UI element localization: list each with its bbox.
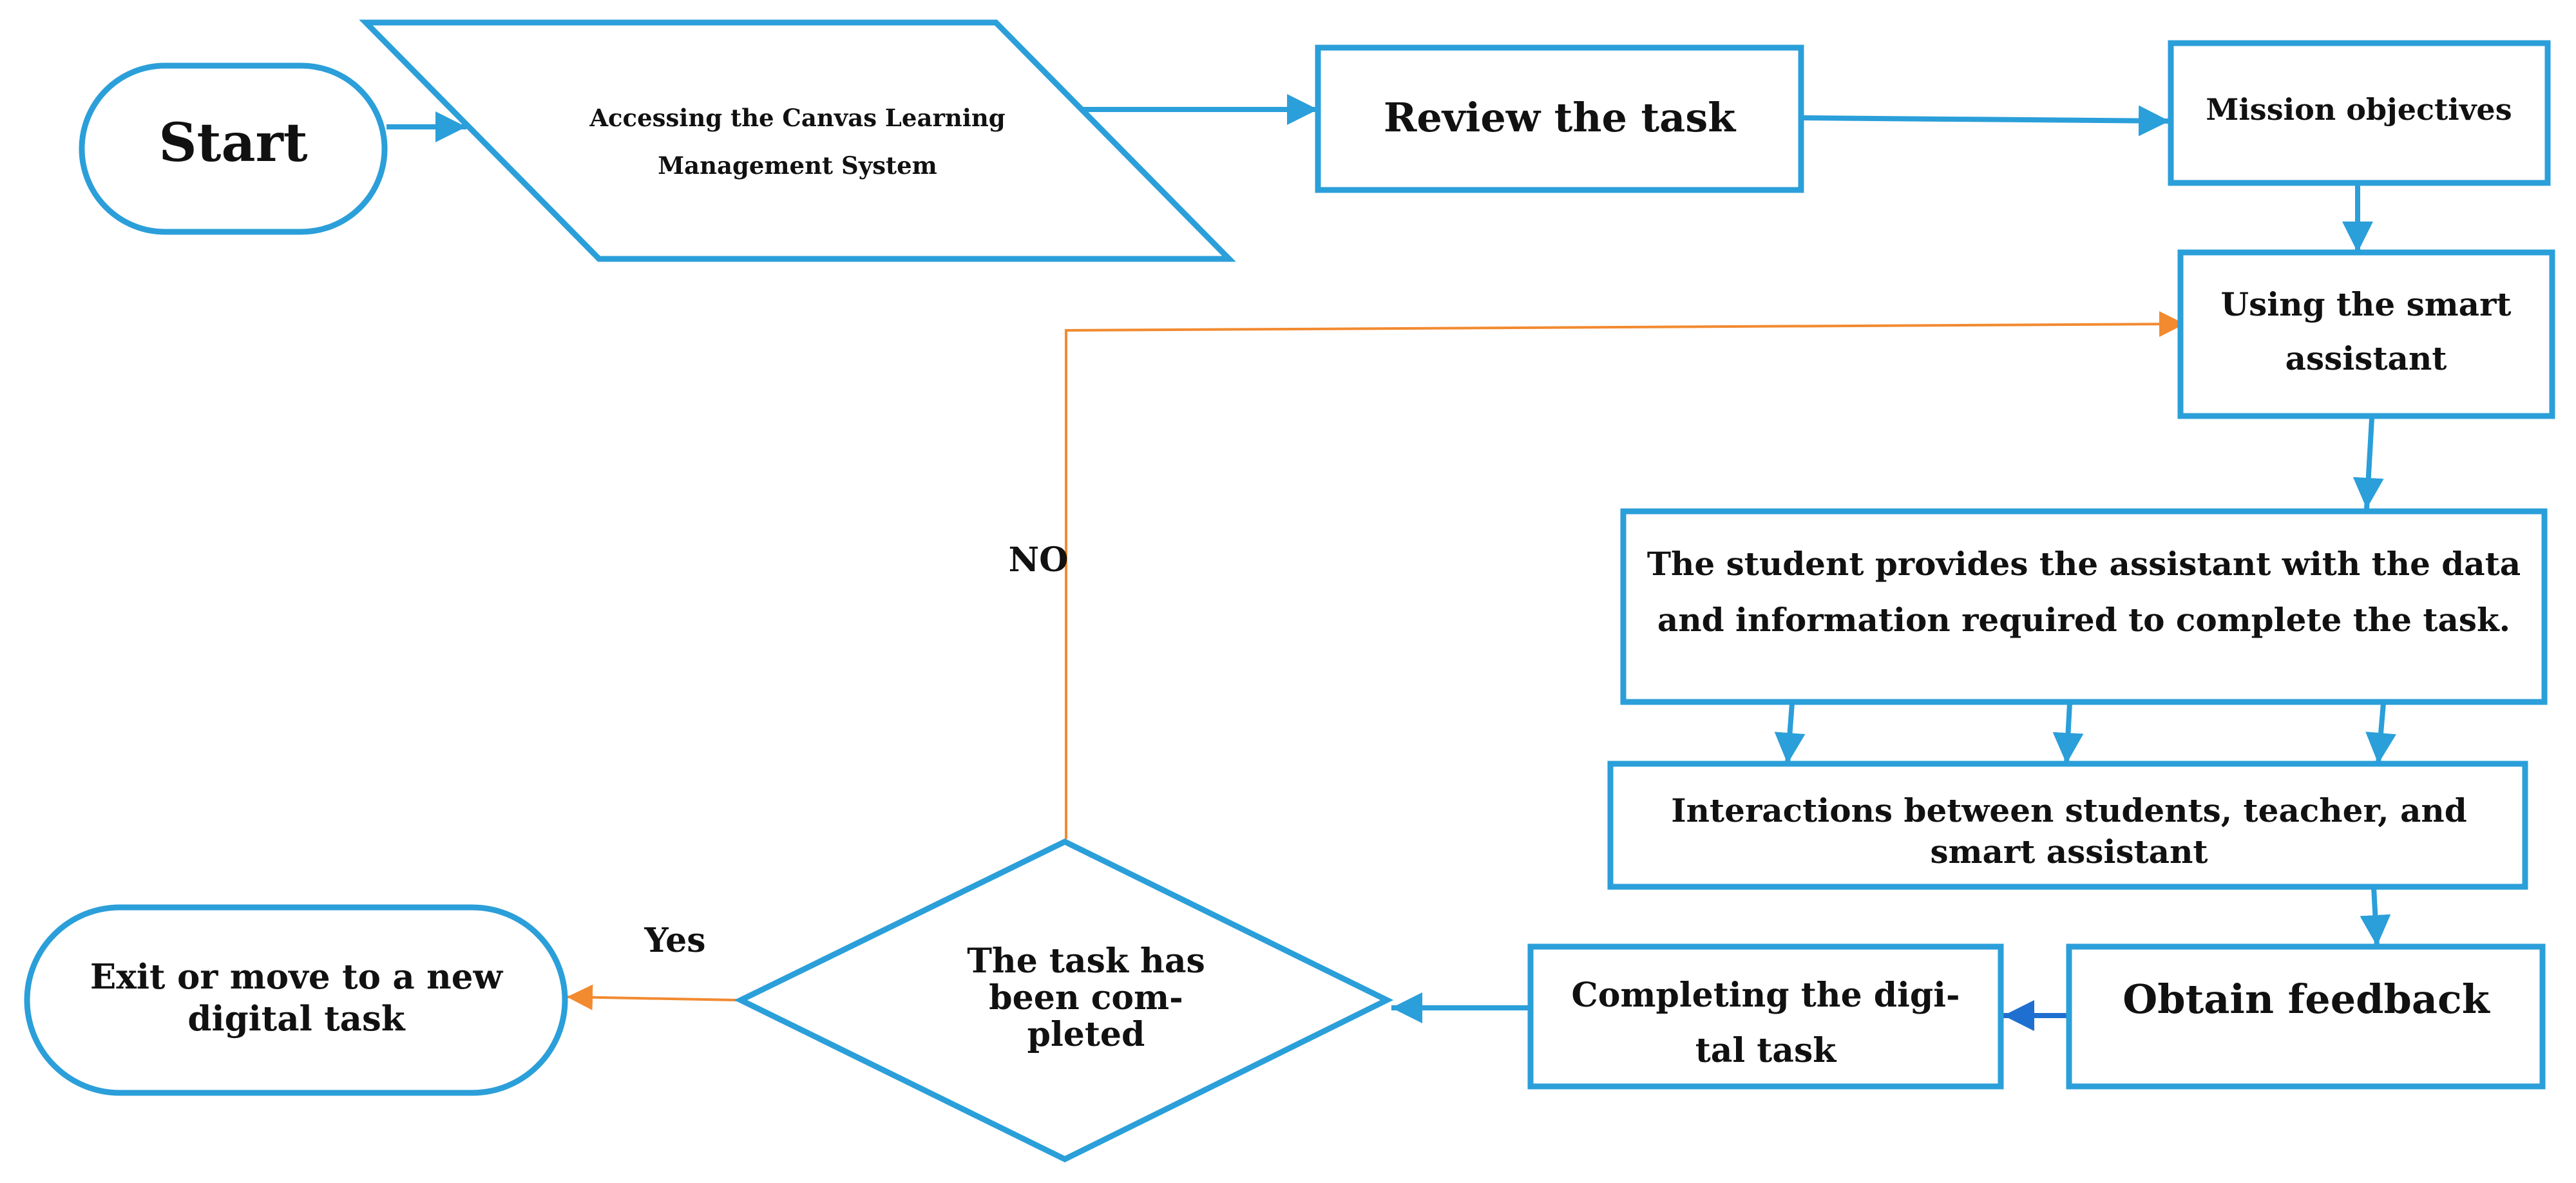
exit-label-line2: digital task	[187, 999, 405, 1039]
completing-task-label-line2: tal task	[1695, 1031, 1837, 1070]
mission-objectives-box	[2168, 40, 2551, 186]
start-terminal	[79, 62, 388, 235]
obtain-feedback-box	[2066, 943, 2546, 1090]
arrow-student-to-interactions-mid	[2052, 703, 2084, 764]
decision-label-line3: pleted	[1027, 1015, 1145, 1054]
interactions-label-line2: smart assistant	[1930, 833, 2208, 871]
mission-objectives-label: Mission objectives	[2206, 92, 2512, 127]
decision-diamond	[734, 838, 1394, 1163]
review-task-box	[1315, 44, 1804, 193]
access-lms-label-line2: Management System	[658, 151, 937, 180]
completing-task-box	[1527, 943, 2004, 1090]
exit-terminal	[24, 904, 568, 1096]
access-lms-parallelogram	[359, 19, 1236, 262]
arrow-yes-to-exit	[566, 984, 739, 1010]
decision-label-line2: been com-	[989, 978, 1183, 1017]
yes-edge-label: Yes	[644, 921, 706, 960]
arrow-no-loop	[1065, 311, 2186, 839]
exit-label-line1: Exit or move to a new	[90, 957, 504, 997]
arrow-student-to-interactions-left	[1774, 703, 1806, 764]
smart-assistant-label-line1: Using the smart	[2220, 285, 2511, 323]
arrow-review-to-mission	[1803, 105, 2170, 137]
obtain-feedback-label: Obtain feedback	[2123, 976, 2491, 1023]
arrow-interactions-to-feedback	[2360, 887, 2391, 947]
review-task-label: Review the task	[1384, 94, 1737, 141]
completing-task-label-line1: Completing the digi-	[1571, 976, 1960, 1015]
student-provides-box	[1620, 508, 2548, 705]
start-label: Start	[158, 112, 307, 174]
smart-assistant-label-line2: assistant	[2285, 339, 2447, 377]
arrow-assistant-to-student	[2352, 418, 2384, 509]
decision-label-line1: The task has	[967, 942, 1205, 981]
interactions-box	[1607, 761, 2528, 890]
student-provides-label-line1: The student provides the assistant with …	[1647, 545, 2521, 583]
no-edge-label: NO	[1009, 540, 1069, 580]
access-lms-label-line1: Accessing the Canvas Learning	[589, 104, 1005, 132]
smart-assistant-box	[2177, 249, 2555, 419]
interactions-label-line1: Interactions between students, teacher, …	[1671, 791, 2466, 829]
student-provides-label-line2: and information required to complete the…	[1657, 601, 2510, 639]
arrow-student-to-interactions-right	[2365, 703, 2396, 764]
